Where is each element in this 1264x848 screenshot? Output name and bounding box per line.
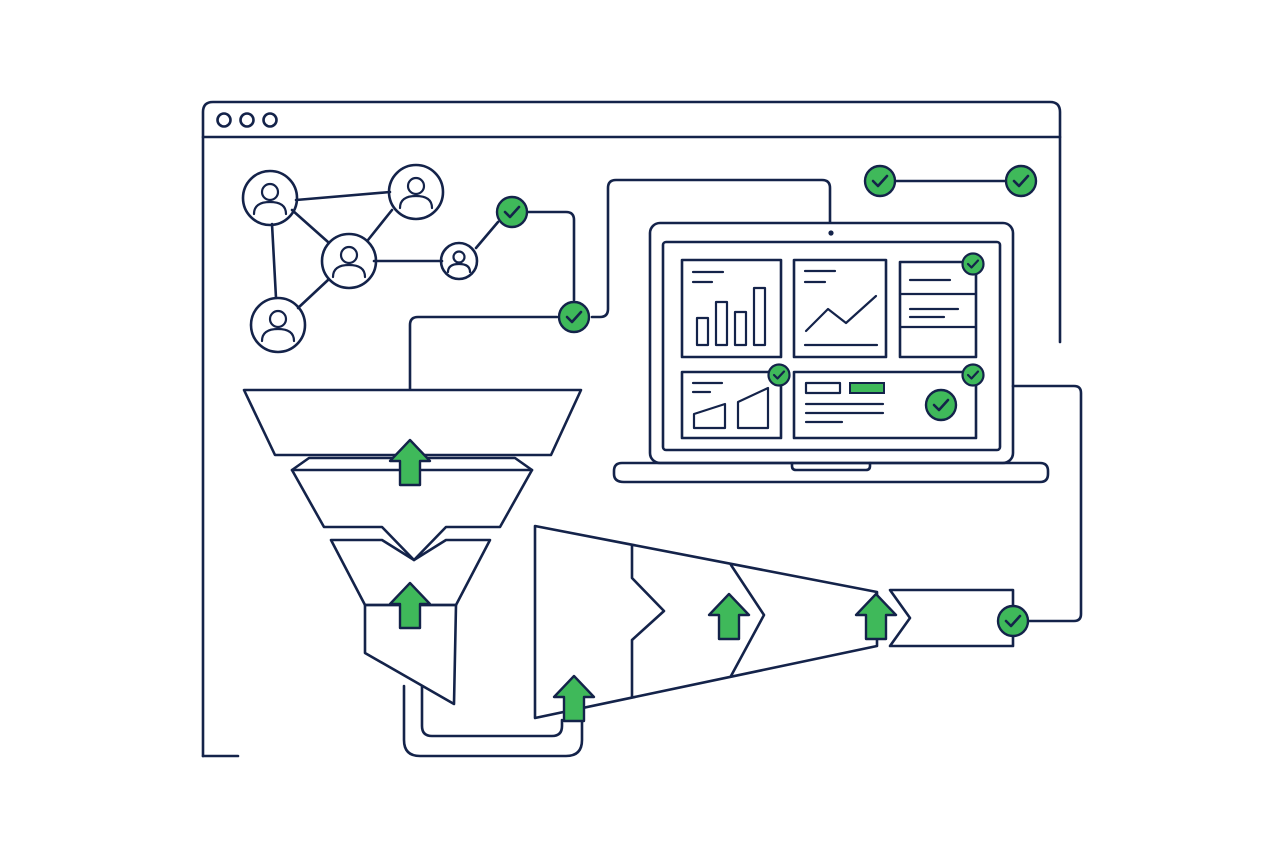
pipeline (533, 524, 1030, 723)
arrow-up-icon (854, 592, 898, 641)
check-icon (996, 604, 1030, 638)
check-icon (1004, 164, 1038, 198)
check-icon (961, 252, 985, 276)
arrow-up-icon (552, 674, 596, 723)
window-control-dot-icon[interactable] (262, 112, 278, 128)
check-icon (863, 164, 897, 198)
return-connector (1011, 384, 1083, 623)
bar-chart-panel (680, 258, 783, 359)
check-icon (557, 300, 591, 334)
user-icon (320, 232, 378, 290)
user-icon (249, 296, 307, 354)
arrow-up-icon (388, 438, 432, 487)
browser-window (201, 100, 1062, 758)
area-chart-panel (680, 370, 783, 440)
top-connector (863, 164, 1038, 198)
window-control-dot-icon[interactable] (239, 112, 255, 128)
user-icon (439, 241, 479, 281)
funnel-stage-1 (242, 388, 583, 457)
user-icon (387, 163, 445, 221)
check-icon (924, 388, 958, 422)
check-icon (495, 195, 529, 229)
list-panel (898, 260, 978, 359)
line-chart-panel (792, 258, 888, 359)
arrow-up-icon (707, 592, 751, 641)
user-icon (241, 169, 299, 227)
flow-connectors (408, 178, 832, 391)
status-panel (792, 370, 978, 440)
funnel-outlet-pipe (402, 684, 584, 758)
check-icon (961, 363, 985, 387)
laptop (612, 221, 1050, 484)
check-icon (767, 363, 791, 387)
funnel (242, 388, 583, 706)
people-network (241, 163, 591, 354)
window-control-dot-icon[interactable] (216, 112, 232, 128)
